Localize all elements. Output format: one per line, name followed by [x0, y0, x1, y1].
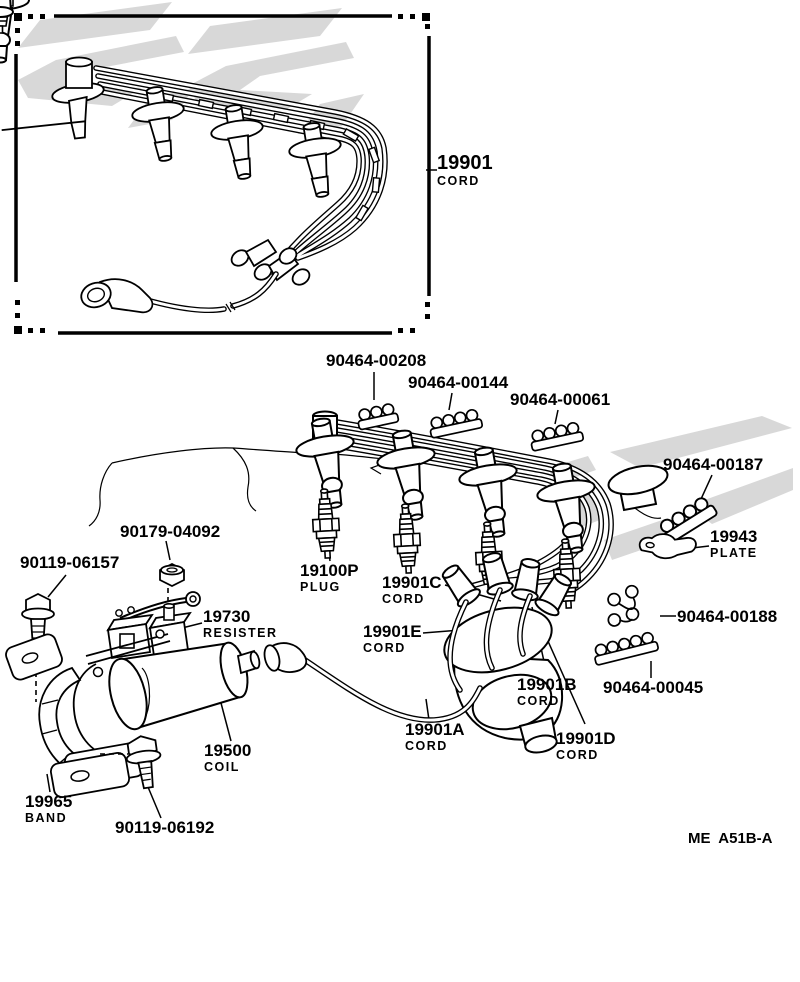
label-90464-00187: 90464-00187: [663, 456, 763, 473]
part-number: 90464-00061: [510, 390, 611, 409]
cord-set-box-border: [14, 14, 431, 335]
part-number: 19100P: [300, 561, 359, 580]
label-90464-00061: 90464-00061: [510, 391, 610, 408]
label-90464-00208: 90464-00208: [326, 352, 426, 369]
part-number: 19730: [203, 607, 251, 626]
part-caption: RESISTER: [203, 626, 278, 640]
part-caption: CORD: [517, 694, 560, 708]
part-number: 90179-04092: [120, 522, 221, 541]
label-19730: 19730 RESISTER: [203, 608, 278, 640]
plate-19943: [638, 533, 697, 560]
coil-19500: [108, 641, 308, 731]
label-90464-00045: 90464-00045: [603, 679, 703, 696]
distributor-cover: [607, 464, 669, 512]
part-number: 90464-00045: [603, 678, 704, 697]
label-19901B: 19901B CORD: [517, 676, 577, 708]
label-19901D: 19901D CORD: [556, 730, 616, 762]
part-caption: CORD: [363, 641, 406, 655]
cord-set-illustration: [0, 0, 388, 314]
part-caption: CORD: [437, 174, 480, 188]
label-90119-06157: 90119-06157: [20, 554, 119, 571]
label-90464-00188: 90464-00188: [677, 608, 777, 625]
part-number: 19901E: [363, 622, 422, 641]
coil-cord: [299, 655, 483, 723]
part-number: 19943: [710, 527, 758, 546]
label-90179-04092: 90179-04092: [120, 523, 220, 540]
part-number: 19901B: [517, 675, 577, 694]
label-90464-00144: 90464-00144: [408, 374, 508, 391]
label-19901C: 19901C CORD: [382, 574, 442, 606]
part-number: 19901: [437, 152, 493, 174]
part-number: 19500: [204, 741, 252, 760]
part-caption: COIL: [204, 760, 240, 774]
part-number: 90464-00187: [663, 455, 764, 474]
label-19901E: 19901E CORD: [363, 623, 422, 655]
part-number: 90119-06192: [115, 818, 215, 837]
part-number: 19965: [25, 792, 73, 811]
part-number: 90464-00144: [408, 373, 509, 392]
distributor: [0, 0, 578, 754]
part-caption: CORD: [405, 739, 448, 753]
part-number: 19901D: [556, 729, 616, 748]
wire-clip-00061: [530, 421, 585, 452]
part-number: 19901C: [382, 573, 442, 592]
label-90119-06192: 90119-06192: [115, 819, 214, 836]
label-19943: 19943 PLATE: [710, 528, 758, 560]
cord-set-box-corner-dots: [14, 13, 430, 334]
part-caption: CORD: [556, 748, 599, 762]
wire-clip-00208: [357, 403, 400, 431]
bolt-06192: [125, 735, 162, 790]
label-19901: 19901 CORD: [437, 153, 493, 188]
part-caption: PLATE: [710, 546, 758, 560]
part-number: 19901A: [405, 720, 465, 739]
boot-end-cluster: [230, 238, 311, 286]
resistor-19730: [106, 591, 201, 660]
band-19965: [5, 629, 171, 798]
figure-code: ME A51B-A: [688, 830, 773, 847]
wire-clip-00144: [429, 408, 484, 439]
wire-clip-00045: [594, 631, 659, 666]
label-19965: 19965 BAND: [25, 793, 72, 825]
label-19901A: 19901A CORD: [405, 721, 465, 753]
part-number: 90464-00208: [326, 351, 427, 370]
wire-clip-00188: [607, 584, 640, 627]
part-number: 90119-06157: [20, 553, 120, 572]
part-caption: CORD: [382, 592, 425, 606]
label-19500: 19500 COIL: [204, 742, 251, 774]
part-caption: BAND: [25, 811, 68, 825]
label-19100P: 19100P PLUG: [300, 562, 359, 594]
part-caption: PLUG: [300, 580, 341, 594]
part-number: 90464-00188: [677, 607, 778, 626]
